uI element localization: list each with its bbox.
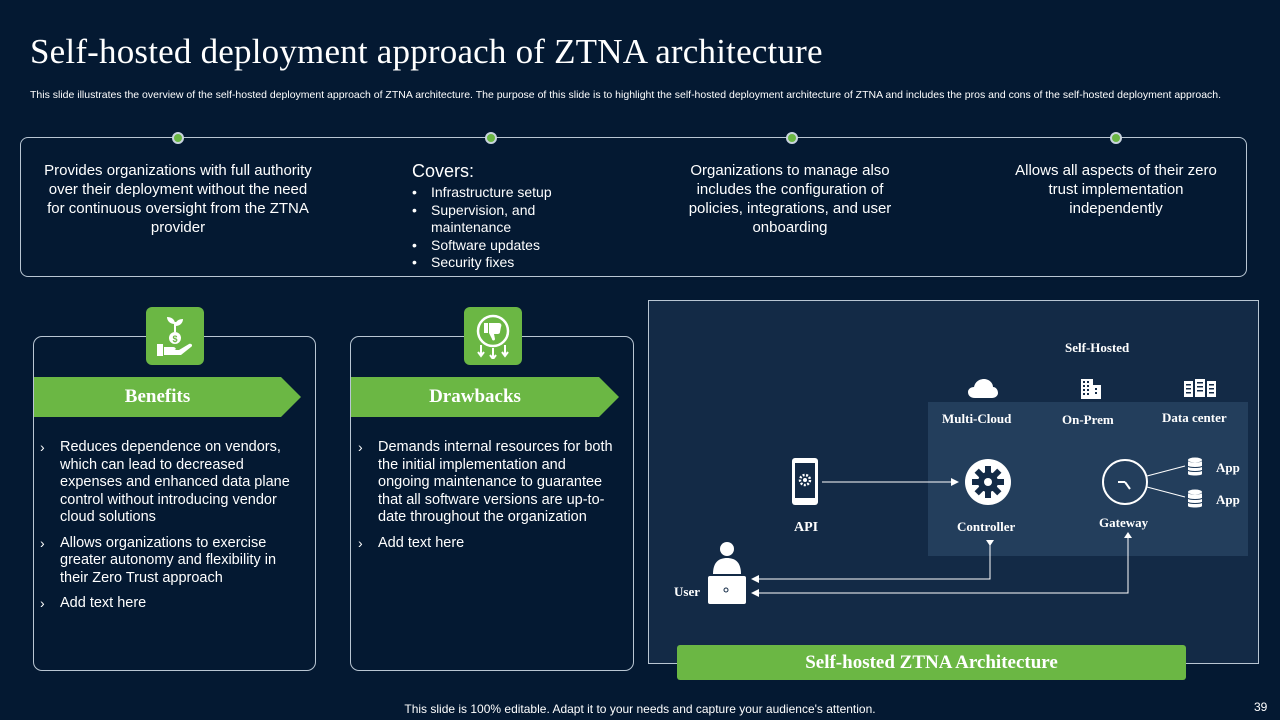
app-label-2: App xyxy=(1216,492,1240,507)
architecture-caption: Self-hosted ZTNA Architecture xyxy=(677,645,1186,680)
on-prem-label: On-Prem xyxy=(1062,412,1114,427)
page-title: Self-hosted deployment approach of ZTNA … xyxy=(30,32,823,71)
benefits-ribbon: Benefits xyxy=(34,377,301,417)
page-number: 39 xyxy=(1254,700,1268,714)
covers-item: Security fixes xyxy=(412,254,572,272)
controller-label: Controller xyxy=(957,519,1016,534)
cloud-icon xyxy=(968,379,998,398)
building-icon xyxy=(1081,379,1101,399)
drawbacks-badge xyxy=(464,307,522,365)
timeline-dot-3 xyxy=(786,132,798,144)
list-item: ›Reduces dependence on vendors, which ca… xyxy=(40,439,290,525)
timeline-dot-2 xyxy=(485,132,497,144)
covers-item: Infrastructure setup xyxy=(412,184,572,202)
controller-gear-icon xyxy=(965,459,1011,505)
feature-manage-config: Organizations to manage also includes th… xyxy=(688,162,892,236)
benefits-list: ›Reduces dependence on vendors, which ca… xyxy=(40,439,302,621)
list-item: ›Add text here xyxy=(40,595,147,611)
chevron-right-icon: › xyxy=(40,439,45,455)
money-plant-hand-icon: $ xyxy=(157,317,193,356)
drawbacks-list: ›Demands internal resources for both the… xyxy=(358,439,620,560)
thumbs-down-icon xyxy=(476,314,510,359)
features-panel xyxy=(20,137,1247,277)
multi-cloud-label: Multi-Cloud xyxy=(942,411,1012,426)
chevron-right-icon: › xyxy=(40,534,45,551)
list-item: ›Allows organizations to exercise greate… xyxy=(40,534,277,586)
feature-independent: Allows all aspects of their zero trust i… xyxy=(1015,162,1217,217)
chevron-right-icon: › xyxy=(358,534,363,551)
feature-covers-list: Infrastructure setup Supervision, and ma… xyxy=(412,184,572,272)
data-center-icon xyxy=(1184,379,1216,397)
benefits-badge: $ xyxy=(146,307,204,365)
chevron-right-icon: › xyxy=(358,439,363,455)
footer-note: This slide is 100% editable. Adapt it to… xyxy=(404,702,876,716)
svg-text:$: $ xyxy=(172,334,177,344)
page-subtitle: This slide illustrates the overview of t… xyxy=(30,89,1222,101)
gateway-clock-icon xyxy=(1102,459,1148,505)
database-icon xyxy=(1187,489,1203,508)
user-label: User xyxy=(674,584,700,599)
api-phone-icon xyxy=(792,458,818,505)
user-laptop-icon xyxy=(708,542,746,604)
self-hosted-label: Self-Hosted xyxy=(1065,340,1130,355)
data-center-label: Data center xyxy=(1162,410,1227,425)
api-label: API xyxy=(794,520,819,535)
database-icon xyxy=(1187,457,1203,476)
list-item: ›Demands internal resources for both the… xyxy=(358,439,613,525)
covers-item: Supervision, and maintenance xyxy=(412,202,572,237)
drawbacks-ribbon: Drawbacks xyxy=(351,377,619,417)
covers-item: Software updates xyxy=(412,237,572,255)
chevron-right-icon: › xyxy=(40,595,45,611)
feature-full-authority: Provides organizations with full authori… xyxy=(44,162,312,236)
app-label-1: App xyxy=(1216,460,1240,475)
timeline-dot-1 xyxy=(172,132,184,144)
timeline-dot-4 xyxy=(1110,132,1122,144)
feature-covers-title: Covers: xyxy=(412,161,475,181)
list-item: ›Add text here xyxy=(358,534,465,551)
gateway-label: Gateway xyxy=(1099,515,1149,530)
